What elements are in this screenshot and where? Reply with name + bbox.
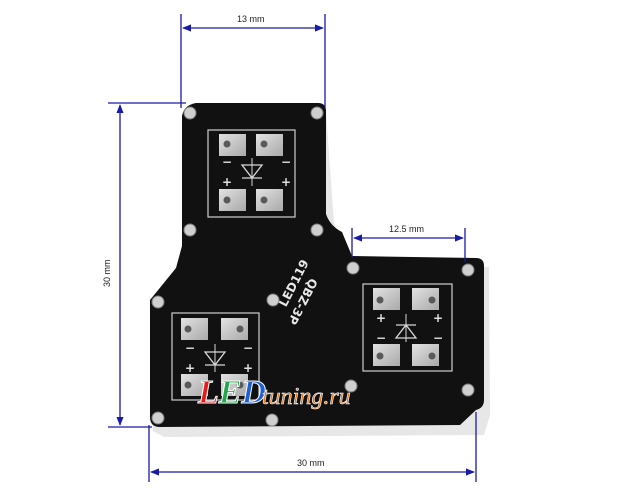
mounting-hole [310, 106, 324, 120]
mounting-hole [151, 295, 165, 309]
mounting-hole [344, 379, 358, 393]
svg-text:−: − [243, 341, 253, 355]
svg-text:+: + [222, 175, 232, 189]
solder-pad [412, 344, 439, 366]
mounting-hole [346, 261, 360, 275]
solder-pad [219, 189, 246, 211]
svg-text:LED: LED [197, 374, 266, 411]
dimension-label-right: 12.5 mm [389, 224, 424, 234]
svg-text:+: + [185, 361, 195, 375]
mounting-holes [151, 106, 475, 427]
svg-text:+: + [376, 311, 386, 325]
solder-pad [221, 374, 248, 396]
mounting-hole [183, 106, 197, 120]
svg-text:−: − [222, 155, 232, 169]
svg-text:+: + [281, 175, 291, 189]
solder-pad [181, 374, 208, 396]
solder-pad [256, 134, 283, 156]
solder-pad [373, 344, 400, 366]
svg-text:−: − [376, 331, 386, 345]
svg-text:+: + [243, 361, 253, 375]
dimension-label-left: 30 mm [102, 259, 112, 287]
mounting-hole [461, 383, 475, 397]
mounting-hole [183, 223, 197, 237]
dimension-label-top: 13 mm [237, 14, 265, 24]
solder-pad [221, 318, 248, 340]
mounting-hole [265, 413, 279, 427]
led-footprint-left [171, 312, 260, 401]
svg-text:tuning.ru: tuning.ru [262, 384, 351, 410]
led-footprint-right [362, 283, 453, 372]
led-footprint-top [207, 129, 296, 218]
svg-text:−: − [185, 341, 195, 355]
polarity-marks: − − + + + + − − − − + + [185, 155, 443, 375]
solder-pad [219, 134, 246, 156]
dimension-lines [108, 14, 477, 482]
svg-text:−: − [433, 331, 443, 345]
solder-pad [412, 288, 439, 310]
watermark-logo: LED tuning.ru [197, 374, 351, 412]
mounting-hole [310, 223, 324, 237]
solder-pad [181, 318, 208, 340]
svg-text:−: − [281, 155, 291, 169]
mounting-hole [151, 411, 165, 425]
solder-pad [256, 189, 283, 211]
svg-text:+: + [433, 311, 443, 325]
pcb-board [150, 103, 484, 427]
dimension-label-bottom: 30 mm [297, 458, 325, 468]
mounting-hole [266, 293, 280, 307]
solder-pad [373, 288, 400, 310]
mounting-hole [461, 263, 475, 277]
